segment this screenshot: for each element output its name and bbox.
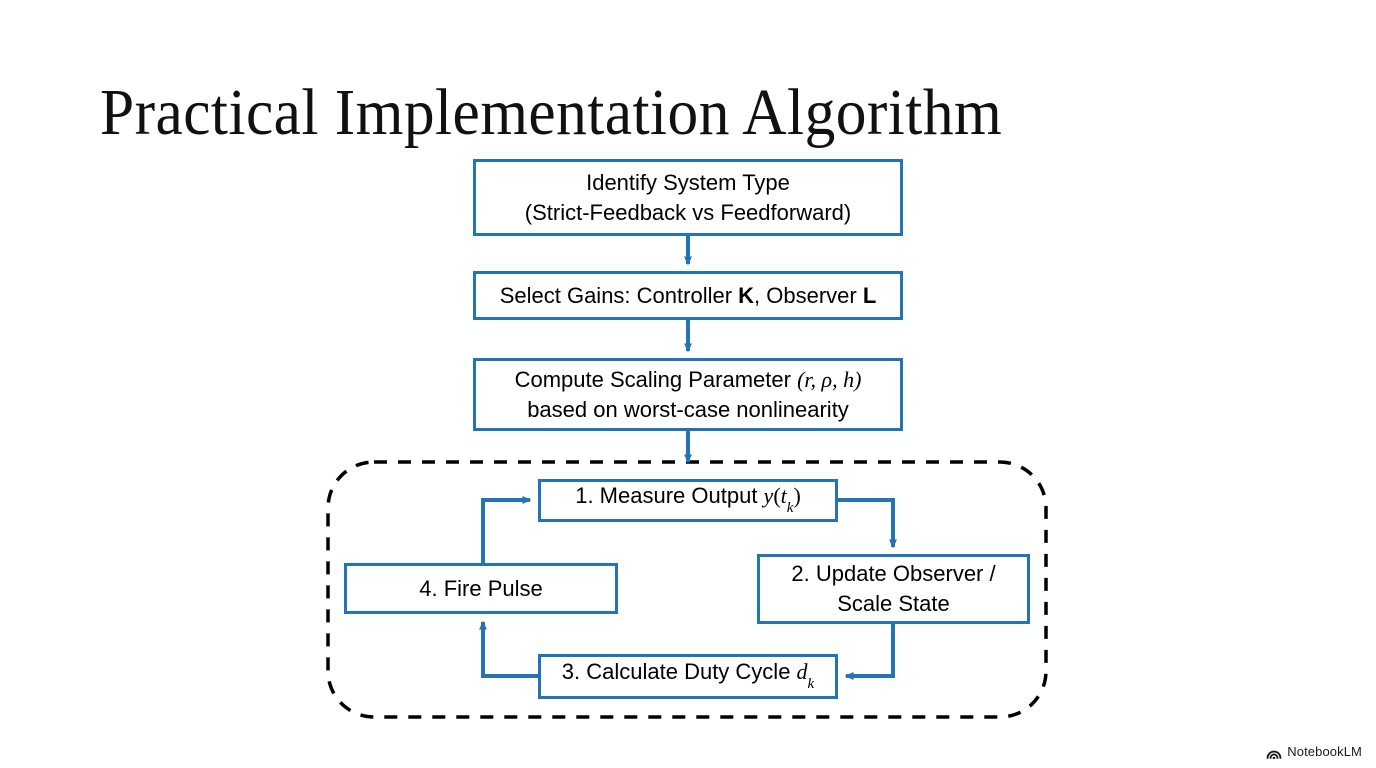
observer-line-2: Scale State [837, 591, 950, 616]
step-3-calculate-duty-cycle-box[interactable]: 3. Calculate Duty Cycle dk [538, 654, 838, 699]
notebooklm-logo-icon [1266, 750, 1282, 759]
step-1-measure-output-box[interactable]: 1. Measure Output y(tk) [538, 479, 838, 522]
arrow-observer-to-duty [844, 624, 895, 680]
scaling-parameter-math: (r, ρ, h) [797, 366, 862, 392]
arrow-measure-to-observer [838, 498, 897, 549]
measure-time-subscript: k [786, 499, 794, 516]
observer-gain-symbol: L [862, 282, 877, 308]
fire-pulse-label: 4. Fire Pulse [419, 575, 543, 601]
duty-cycle-subscript: k [807, 675, 815, 692]
scaling-prefix: Compute Scaling Parameter [514, 366, 798, 392]
select-gains-box[interactable]: Select Gains: Controller K, Observer L [473, 271, 903, 320]
compute-scaling-parameter-box[interactable]: Compute Scaling Parameter (r, ρ, h) base… [473, 358, 903, 431]
identify-line-1: Identify System Type [586, 169, 790, 195]
controller-gain-symbol: K [738, 282, 755, 308]
select-gains-middle: , Observer [754, 282, 863, 308]
arrow-duty-to-fire [479, 620, 538, 678]
measure-prefix: 1. Measure Output [575, 483, 764, 509]
arrow-fire-to-measure [481, 496, 532, 563]
step-2-update-observer-box[interactable]: 2. Update Observer / Scale State [757, 554, 1030, 624]
notebooklm-watermark: NotebookLM [1266, 744, 1362, 759]
scaling-line-2: based on worst-case nonlinearity [527, 396, 849, 422]
identify-system-type-box[interactable]: Identify System Type (Strict-Feedback vs… [473, 159, 903, 236]
page-title: Practical Implementation Algorithm [100, 76, 1003, 149]
measure-paren-open: ( [773, 483, 781, 509]
duty-prefix: 3. Calculate Duty Cycle [561, 659, 797, 685]
step-4-fire-pulse-box[interactable]: 4. Fire Pulse [344, 563, 618, 614]
identify-line-2: (Strict-Feedback vs Feedforward) [524, 199, 852, 225]
measure-output-var: y [763, 483, 774, 509]
duty-cycle-var: d [796, 659, 808, 685]
select-gains-prefix: Select Gains: Controller [499, 282, 739, 308]
measure-paren-close: ) [793, 483, 801, 509]
scaling-line-1: Compute Scaling Parameter (r, ρ, h) [515, 365, 862, 395]
observer-line-1: 2. Update Observer / [791, 561, 996, 586]
measure-time-var: t [780, 483, 787, 509]
notebooklm-label: NotebookLM [1287, 744, 1362, 759]
